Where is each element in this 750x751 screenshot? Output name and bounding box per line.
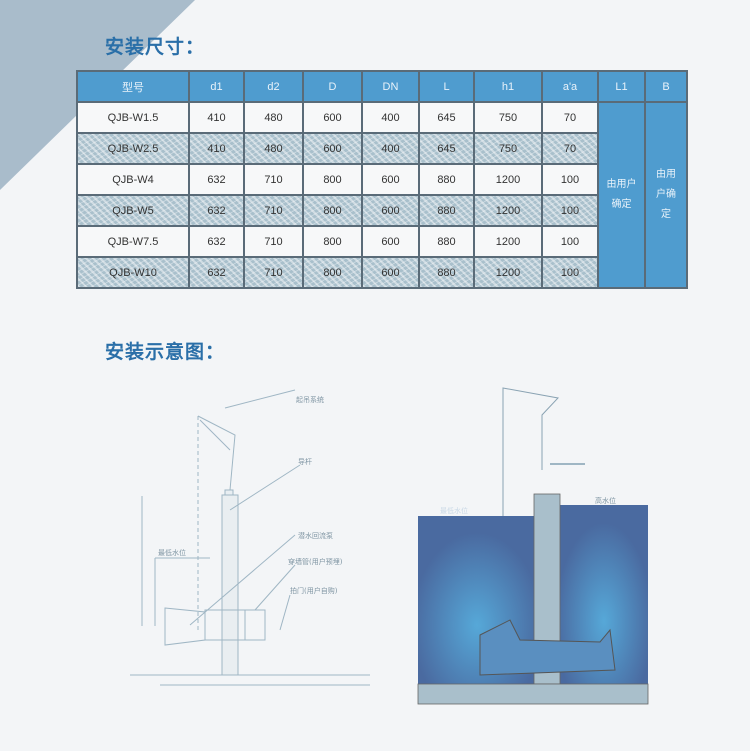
label-right-high-water: 高水位 xyxy=(595,496,616,505)
table-cell: 600 xyxy=(302,101,363,134)
section-title-dimensions: 安装尺寸： xyxy=(105,36,206,58)
table-cell: 1200 xyxy=(473,163,543,196)
table-cell: 70 xyxy=(541,101,599,134)
merged-cell-merged_l1: 由用户确定 xyxy=(597,101,646,289)
table-cell: 600 xyxy=(361,256,420,289)
table-cell: 800 xyxy=(302,225,363,258)
table-cell: 1200 xyxy=(473,256,543,289)
section-title-diagram: 安装示意图： xyxy=(105,341,226,363)
column-header: d2 xyxy=(243,70,304,103)
column-header: D xyxy=(302,70,363,103)
table-cell: 750 xyxy=(473,101,543,134)
table-cell: 410 xyxy=(188,132,245,165)
column-header: DN xyxy=(361,70,420,103)
table-cell: 1200 xyxy=(473,225,543,258)
table-cell: 800 xyxy=(302,194,363,227)
table-cell: 645 xyxy=(418,132,475,165)
table-cell: 100 xyxy=(541,163,599,196)
table-cell: 410 xyxy=(188,101,245,134)
label-lifting: 起吊系统 xyxy=(296,395,324,404)
table-cell: 880 xyxy=(418,256,475,289)
left-installation-diagram: 起吊系统 导杆 潜水回流泵 穿墙管(用户预埋) 拍门(用户自购) 最低水位 xyxy=(130,389,370,686)
table-cell: 880 xyxy=(418,194,475,227)
merged-cell-merged_b: 由用户确定 xyxy=(644,101,688,289)
table-cell: 645 xyxy=(418,101,475,134)
table-cell: 100 xyxy=(541,194,599,227)
table-cell: 632 xyxy=(188,225,245,258)
table-cell: 400 xyxy=(361,132,420,165)
table-cell: 710 xyxy=(243,194,304,227)
table-cell: 400 xyxy=(361,101,420,134)
table-cell: 632 xyxy=(188,256,245,289)
table-cell: QJB-W4 xyxy=(76,163,190,196)
table-cell: 600 xyxy=(302,132,363,165)
column-header: L xyxy=(418,70,475,103)
table-cell: QJB-W2.5 xyxy=(76,132,190,165)
table-cell: 70 xyxy=(541,132,599,165)
column-header: L1 xyxy=(597,70,646,103)
table-cell: 632 xyxy=(188,163,245,196)
table-cell: 600 xyxy=(361,225,420,258)
table-cell: 710 xyxy=(243,163,304,196)
right-installation-diagram: 最低水位 高水位 xyxy=(417,387,649,705)
table-cell: 600 xyxy=(361,194,420,227)
label-pump: 潜水回流泵 xyxy=(298,531,333,540)
column-header: B xyxy=(644,70,688,103)
table-cell: QJB-W10 xyxy=(76,256,190,289)
table-cell: 100 xyxy=(541,256,599,289)
column-header: a'a xyxy=(541,70,599,103)
column-header: h1 xyxy=(473,70,543,103)
table-cell: 100 xyxy=(541,225,599,258)
table-cell: QJB-W1.5 xyxy=(76,101,190,134)
table-cell: 480 xyxy=(243,101,304,134)
table-cell: 480 xyxy=(243,132,304,165)
column-header: 型号 xyxy=(76,70,190,103)
table-cell: 710 xyxy=(243,256,304,289)
column-header: d1 xyxy=(188,70,245,103)
label-flap-valve: 拍门(用户自购) xyxy=(290,586,338,595)
label-wall-pipe: 穿墙管(用户预埋) xyxy=(288,557,343,566)
table-cell: QJB-W7.5 xyxy=(76,225,190,258)
table-cell: 1200 xyxy=(473,194,543,227)
table-cell: 800 xyxy=(302,163,363,196)
table-cell: 880 xyxy=(418,225,475,258)
table-cell: 750 xyxy=(473,132,543,165)
table-cell: 710 xyxy=(243,225,304,258)
label-right-low-water: 最低水位 xyxy=(440,506,468,515)
table-cell: 880 xyxy=(418,163,475,196)
table-cell: 632 xyxy=(188,194,245,227)
label-low-water: 最低水位 xyxy=(158,548,186,557)
label-guide-rod: 导杆 xyxy=(298,457,312,466)
table-cell: 800 xyxy=(302,256,363,289)
table-cell: 600 xyxy=(361,163,420,196)
table-cell: QJB-W5 xyxy=(76,194,190,227)
